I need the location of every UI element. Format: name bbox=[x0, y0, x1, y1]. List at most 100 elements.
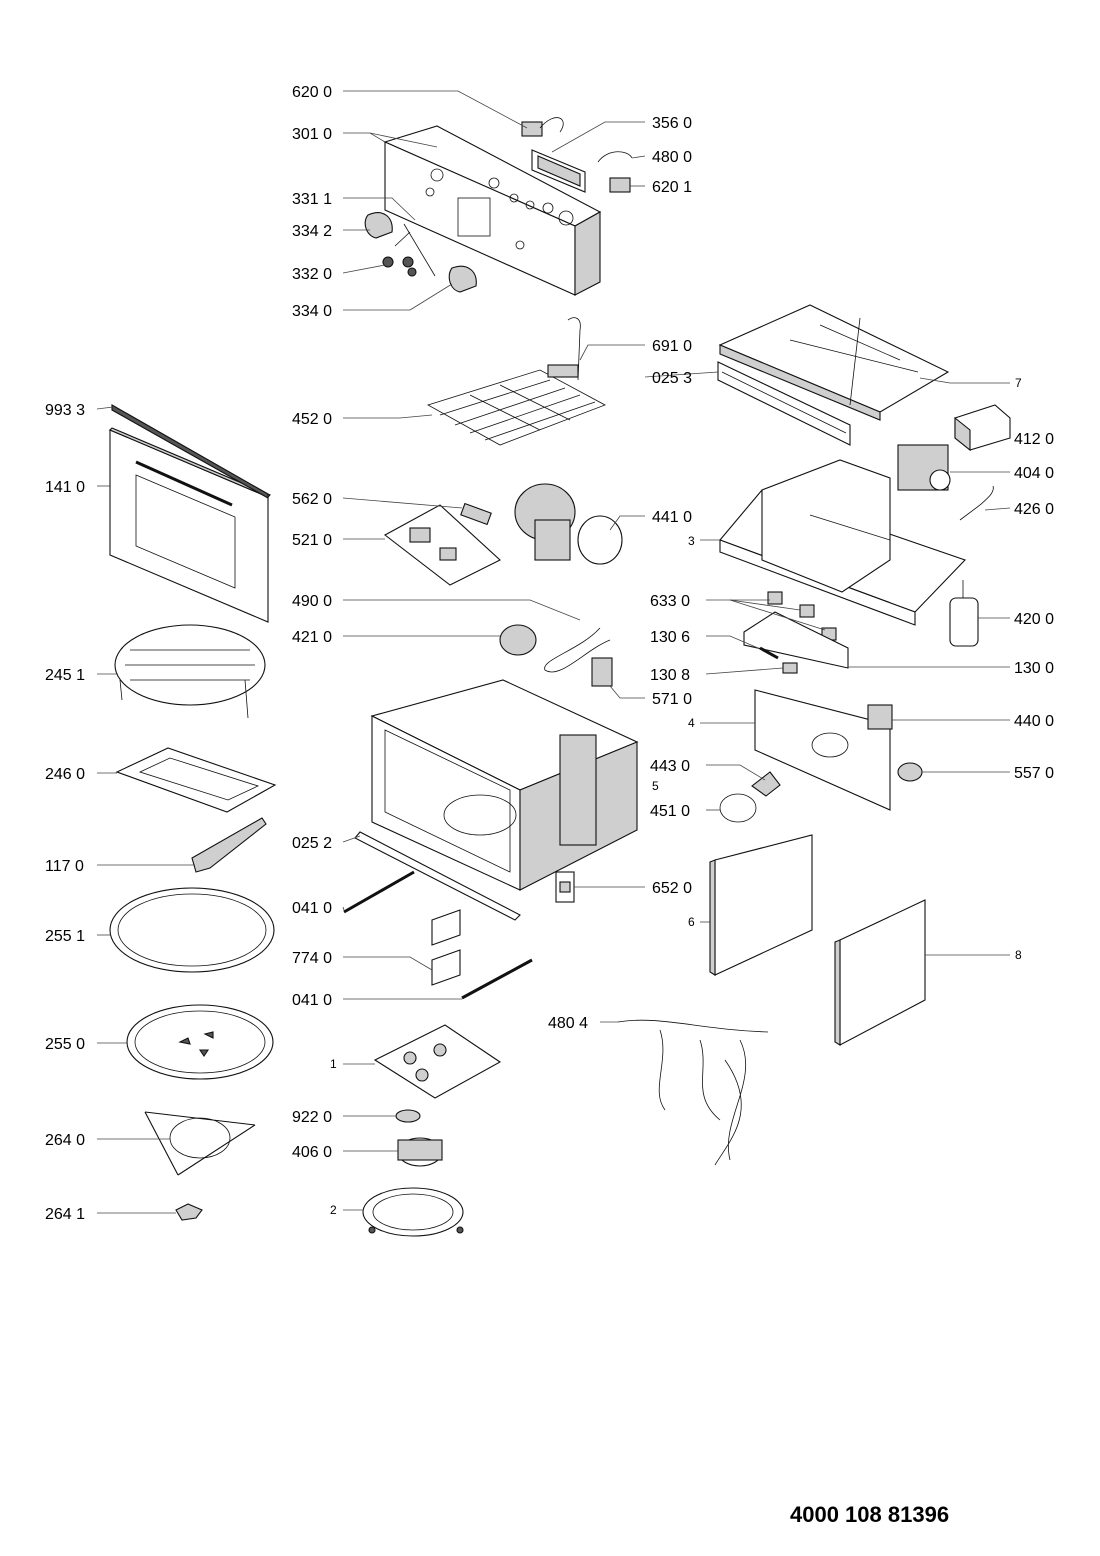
mica-cover-drawing bbox=[754, 689, 891, 811]
part-label: 451 0 bbox=[650, 803, 690, 820]
thermal-fuse-drawing bbox=[959, 485, 994, 521]
part-label: 141 0 bbox=[45, 479, 85, 496]
part-label: 557 0 bbox=[1014, 765, 1054, 782]
hv-capacitor-drawing bbox=[949, 580, 979, 647]
switch-620-0-drawing bbox=[521, 117, 564, 137]
roller-ring-drawing bbox=[144, 1111, 256, 1176]
part-label: 130 0 bbox=[1014, 660, 1054, 677]
part-label: 490 0 bbox=[292, 593, 332, 610]
part-label: 334 0 bbox=[292, 303, 332, 320]
part-label: 5 bbox=[652, 779, 659, 793]
chassis-drawing bbox=[719, 459, 966, 626]
part-label: 025 2 bbox=[292, 835, 332, 852]
document-number: 4000 108 81396 bbox=[790, 1502, 950, 1527]
magnetron-drawing bbox=[897, 444, 951, 491]
part-label: 406 0 bbox=[292, 1144, 332, 1161]
part-label: 264 1 bbox=[45, 1206, 85, 1223]
part-label: 332 0 bbox=[292, 266, 332, 283]
part-label: 420 0 bbox=[1014, 611, 1054, 628]
part-label: 356 0 bbox=[652, 115, 692, 132]
leader-lines bbox=[96, 90, 1011, 1214]
part-label: 2 bbox=[330, 1203, 337, 1217]
part-label: 441 0 bbox=[652, 509, 692, 526]
part-label: 426 0 bbox=[1014, 501, 1054, 518]
part-label: 025 3 bbox=[652, 370, 692, 387]
lamp-557-drawing bbox=[897, 762, 923, 782]
oven-cavity-drawing bbox=[370, 679, 639, 891]
part-label: 571 0 bbox=[652, 691, 692, 708]
transformer-drawing bbox=[954, 404, 1011, 452]
part-label: 412 0 bbox=[1014, 431, 1054, 448]
part-label: 117 0 bbox=[45, 858, 84, 875]
bushing-drawing bbox=[395, 1109, 421, 1123]
heating-ring-drawing bbox=[719, 793, 757, 823]
side-panel-8-drawing bbox=[834, 899, 926, 1046]
wiring-harness-drawing bbox=[617, 1019, 769, 1166]
part-label: 421 0 bbox=[292, 629, 332, 646]
part-label: 993 3 bbox=[45, 402, 85, 419]
part-label: 301 0 bbox=[292, 126, 332, 143]
capacitor-421-drawing bbox=[499, 624, 537, 656]
part-label: 440 0 bbox=[1014, 713, 1054, 730]
part-label: 331 1 bbox=[292, 191, 332, 208]
top-cover-drawing bbox=[718, 304, 950, 421]
switch-620-1-drawing bbox=[609, 177, 631, 193]
part-label: 255 0 bbox=[45, 1036, 85, 1053]
front-strip-drawing bbox=[354, 831, 521, 921]
part-label: 562 0 bbox=[292, 491, 332, 508]
part-label: 264 0 bbox=[45, 1132, 85, 1149]
part-label: 620 1 bbox=[652, 179, 692, 196]
relay-571-drawing bbox=[591, 657, 613, 687]
base-plate-drawing bbox=[373, 1024, 502, 1099]
baking-tray-drawing bbox=[115, 747, 277, 813]
motor-drawing bbox=[397, 1137, 443, 1167]
part-label: 620 0 bbox=[292, 84, 332, 101]
fan-blade-drawing bbox=[751, 771, 781, 797]
bracket-774-drawing bbox=[431, 909, 461, 986]
front-trim-drawing bbox=[717, 361, 851, 446]
part-label: 4 bbox=[688, 716, 695, 730]
part-label: 633 0 bbox=[650, 593, 690, 610]
grill-element-drawing bbox=[426, 317, 606, 446]
control-board-drawing bbox=[383, 504, 501, 586]
part-label: 246 0 bbox=[45, 766, 85, 783]
control-panel-drawing bbox=[383, 125, 602, 296]
coupler-drawing bbox=[175, 1203, 203, 1221]
door-drawing bbox=[109, 427, 271, 623]
part-label: 245 1 bbox=[45, 667, 85, 684]
wire-rack-drawing bbox=[114, 624, 266, 719]
part-label: 404 0 bbox=[1014, 465, 1054, 482]
part-label: 691 0 bbox=[652, 338, 692, 355]
glass-plate-drawing bbox=[109, 887, 275, 973]
runner-upper-drawing bbox=[343, 870, 415, 914]
door-strip-drawing bbox=[111, 404, 269, 499]
part-label: 334 2 bbox=[292, 223, 332, 240]
part-label: 652 0 bbox=[652, 880, 692, 897]
part-label: 041 0 bbox=[292, 992, 332, 1009]
part-label: 443 0 bbox=[650, 758, 690, 775]
microswitch-bracket-drawing bbox=[743, 591, 849, 674]
part-label: 8 bbox=[1015, 948, 1022, 962]
part-label: 480 0 bbox=[652, 149, 692, 166]
knobs-drawing bbox=[364, 212, 477, 293]
power-cord-drawing bbox=[544, 627, 611, 673]
ring-2-drawing bbox=[362, 1187, 464, 1237]
fuse-drawing bbox=[460, 502, 492, 526]
convection-fan-drawing bbox=[514, 483, 623, 565]
part-label: 7 bbox=[1015, 376, 1022, 390]
component-440-drawing bbox=[867, 704, 893, 730]
part-label: 774 0 bbox=[292, 950, 332, 967]
part-label: 041 0 bbox=[292, 900, 332, 917]
part-label: 255 1 bbox=[45, 928, 85, 945]
part-label: 521 0 bbox=[292, 532, 332, 549]
handle-drawing bbox=[191, 817, 267, 873]
part-label: 1 bbox=[330, 1057, 337, 1071]
part-label: 3 bbox=[688, 534, 695, 548]
turntable-plate-drawing bbox=[126, 1004, 274, 1080]
runner-lower-drawing bbox=[461, 958, 533, 1000]
wire-480-0-drawing bbox=[597, 151, 633, 163]
part-label: 130 6 bbox=[650, 629, 690, 646]
part-label: 452 0 bbox=[292, 411, 332, 428]
display-module-drawing bbox=[531, 149, 586, 193]
